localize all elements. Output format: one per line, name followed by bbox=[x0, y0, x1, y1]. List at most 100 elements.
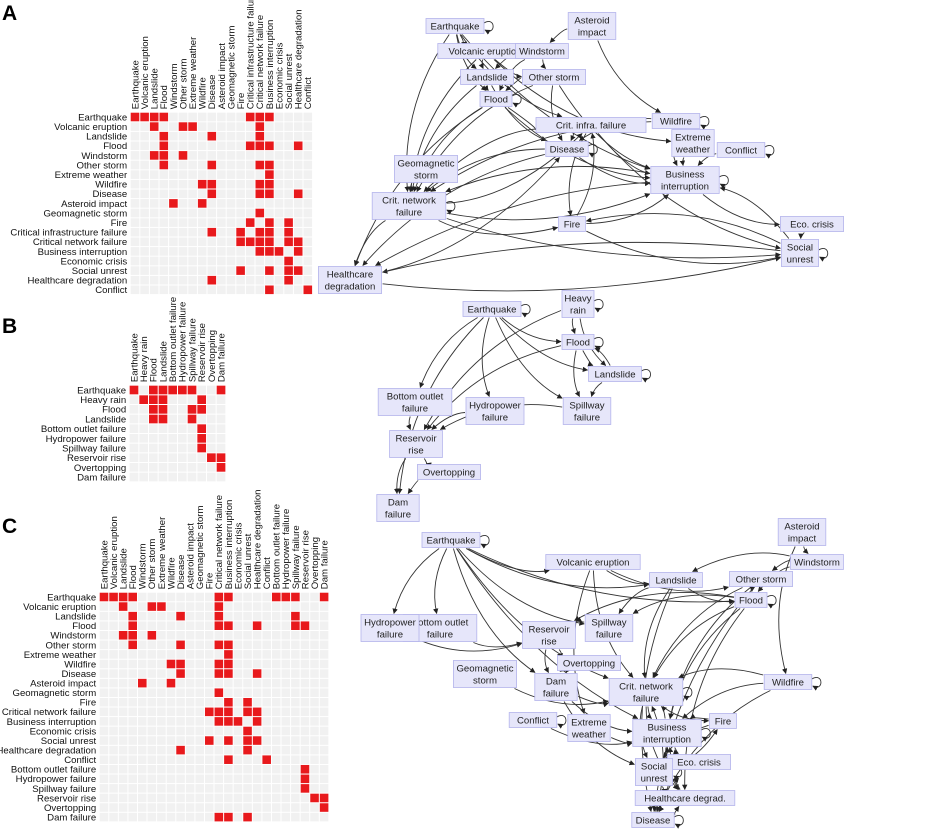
matrix-cell-empty bbox=[168, 424, 178, 434]
matrix-cell-linked bbox=[252, 669, 262, 678]
graph-node-label: failure bbox=[596, 630, 622, 641]
matrix-cell-linked bbox=[284, 218, 293, 227]
matrix-cell-empty bbox=[109, 678, 118, 688]
matrix-cell-empty bbox=[178, 199, 188, 208]
graph-node-label: Business bbox=[648, 723, 687, 734]
matrix-cell-linked bbox=[158, 405, 168, 414]
matrix-cell-empty bbox=[310, 774, 319, 784]
graph-edge bbox=[587, 144, 598, 158]
graph-node-box bbox=[534, 673, 578, 701]
matrix-cell-empty bbox=[128, 736, 137, 745]
graph-node-box bbox=[377, 388, 453, 416]
matrix-cell-empty bbox=[216, 405, 226, 414]
matrix-cell-empty bbox=[236, 199, 245, 208]
matrix-cell-empty bbox=[252, 755, 262, 764]
graph-node-label: impact bbox=[578, 28, 607, 39]
matrix-cell-linked bbox=[216, 463, 226, 472]
matrix-cell-empty bbox=[109, 764, 118, 774]
graph-edge bbox=[702, 194, 780, 228]
graph-edge bbox=[511, 94, 522, 108]
matrix-cell-empty bbox=[195, 697, 204, 707]
matrix-cell-empty bbox=[207, 285, 217, 295]
matrix-cell-empty bbox=[271, 669, 281, 678]
matrix-cell-empty bbox=[233, 678, 243, 688]
matrix-cell-empty bbox=[217, 275, 226, 285]
matrix-cell-empty bbox=[271, 611, 281, 621]
matrix-column-label: Reservoir rise bbox=[300, 530, 311, 589]
matrix-column-label: Conflict bbox=[303, 77, 314, 109]
matrix-cell-empty bbox=[109, 745, 118, 755]
matrix-cell-empty bbox=[159, 237, 169, 247]
matrix-column-label: Disease bbox=[207, 75, 218, 110]
matrix-cell-empty bbox=[293, 199, 303, 208]
matrix-cell-empty bbox=[262, 736, 271, 745]
matrix-cell-empty bbox=[236, 141, 245, 151]
matrix-column-label: Critical infrastructure failure bbox=[246, 0, 257, 109]
graph-edge bbox=[682, 687, 693, 701]
matrix-cell-empty bbox=[310, 640, 319, 650]
matrix-cell-empty bbox=[128, 726, 137, 736]
matrix-cell-empty bbox=[166, 602, 176, 611]
graph-node-label: Earthquake bbox=[430, 22, 479, 33]
matrix-cell-linked bbox=[178, 385, 187, 395]
matrix-cell-empty bbox=[226, 256, 236, 266]
matrix-cell-empty bbox=[224, 793, 233, 803]
matrix-cell-linked bbox=[233, 717, 243, 726]
matrix-cell-empty bbox=[233, 764, 243, 774]
matrix-cell-empty bbox=[245, 247, 255, 256]
matrix-cell-empty bbox=[319, 688, 329, 697]
matrix-row-label: Earthquake bbox=[47, 592, 96, 603]
matrix-cell-empty bbox=[224, 611, 233, 621]
matrix-cell-empty bbox=[118, 640, 128, 650]
matrix-cell-empty bbox=[99, 630, 109, 640]
matrix-row-label: Flood bbox=[72, 621, 96, 632]
matrix-column-label: Business interruption bbox=[265, 20, 276, 110]
matrix-cell-empty bbox=[281, 812, 291, 822]
matrix-cell-empty bbox=[207, 443, 216, 453]
matrix-cell-linked bbox=[291, 592, 300, 602]
matrix-cell-empty bbox=[137, 707, 147, 717]
graph-edge bbox=[590, 382, 603, 398]
matrix-cell-empty bbox=[262, 764, 271, 774]
matrix-cell-linked bbox=[262, 755, 271, 764]
matrix-cell-linked bbox=[214, 592, 224, 602]
matrix-cell-empty bbox=[118, 707, 128, 717]
matrix-cell-linked bbox=[214, 611, 224, 621]
matrix-cell-empty bbox=[158, 434, 168, 443]
matrix-cell-empty bbox=[137, 774, 147, 784]
matrix-cell-empty bbox=[274, 170, 284, 179]
matrix-column-label: Flood bbox=[159, 85, 170, 109]
matrix-cell-empty bbox=[226, 237, 236, 247]
matrix-cell-empty bbox=[291, 755, 300, 764]
graph-node: Other storm bbox=[729, 571, 794, 587]
matrix-column-label: Spillway failure bbox=[291, 525, 302, 589]
matrix-cell-empty bbox=[204, 726, 214, 736]
matrix-cell-empty bbox=[293, 285, 303, 295]
matrix-cell-empty bbox=[226, 227, 236, 237]
matrix-cell-empty bbox=[271, 688, 281, 697]
matrix-cell-empty bbox=[262, 669, 271, 678]
matrix-cell-empty bbox=[243, 774, 252, 784]
graph-node: Volcanic eruption bbox=[545, 554, 641, 570]
matrix-cell-empty bbox=[187, 453, 197, 463]
matrix-cell-empty bbox=[139, 414, 149, 424]
matrix-cell-empty bbox=[274, 285, 284, 295]
matrix-column-label: Business interruption bbox=[224, 500, 235, 590]
matrix-cell-empty bbox=[149, 189, 159, 199]
matrix-cell-empty bbox=[236, 218, 245, 227]
matrix-cell-empty bbox=[159, 170, 169, 179]
matrix-cell-empty bbox=[128, 659, 137, 669]
graph-edge bbox=[652, 805, 665, 812]
matrix-cell-empty bbox=[169, 160, 178, 170]
matrix-cell-linked bbox=[224, 736, 233, 745]
graph-node-label: Disease bbox=[550, 145, 585, 156]
matrix-cell-empty bbox=[319, 678, 329, 688]
matrix-cell-empty bbox=[159, 227, 169, 237]
matrix-cell-empty bbox=[204, 611, 214, 621]
matrix-cell-empty bbox=[303, 227, 313, 237]
matrix-cell-empty bbox=[169, 170, 178, 179]
matrix-cell-linked bbox=[139, 395, 149, 405]
matrix-column-label: Economic crisis bbox=[233, 522, 244, 589]
matrix-cell-empty bbox=[245, 179, 255, 189]
